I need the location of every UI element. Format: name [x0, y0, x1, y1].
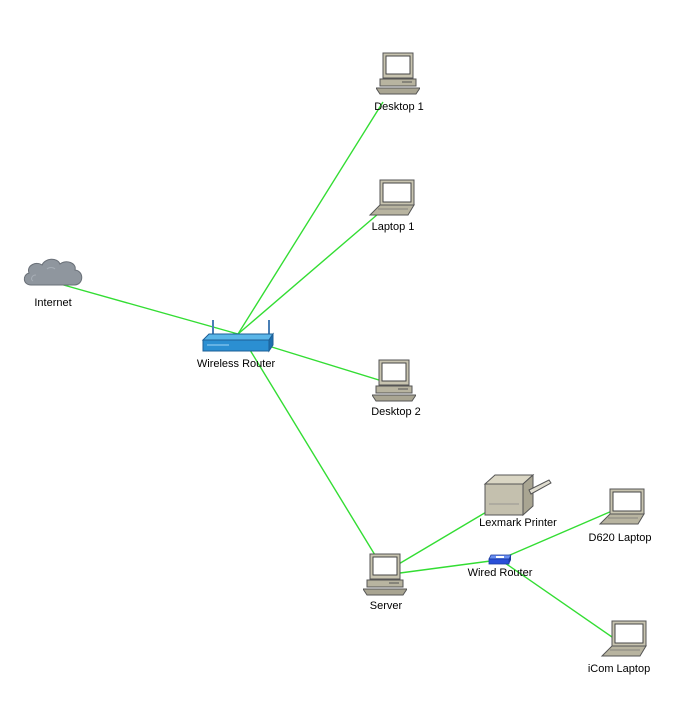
node-desktop-1[interactable]: Desktop 1 — [374, 52, 424, 113]
cloud-icon — [23, 258, 83, 286]
node-wireless-router[interactable]: Wireless Router — [197, 319, 276, 370]
link-wireless-router-server — [249, 349, 379, 561]
link-wireless-router-laptop-1 — [237, 213, 379, 335]
node-icom-laptop[interactable]: iCom Laptop — [588, 620, 650, 675]
laptop-icon — [369, 179, 415, 216]
node-desktop-2[interactable]: Desktop 2 — [371, 359, 421, 418]
node-laptop-1[interactable]: Laptop 1 — [369, 179, 415, 233]
node-label: D620 Laptop — [589, 532, 652, 544]
link-wired-router-d620-laptop — [502, 510, 613, 559]
node-label: Laptop 1 — [372, 221, 415, 233]
desktop-computer-icon — [363, 553, 407, 596]
printer-icon — [484, 474, 552, 516]
wireless-router-icon — [202, 319, 274, 352]
node-label: Internet — [34, 297, 71, 309]
router-icon — [488, 554, 512, 565]
node-label: iCom Laptop — [588, 663, 650, 675]
link-server-wired-router — [399, 559, 499, 574]
node-label: Wired Router — [468, 567, 533, 579]
node-label: Wireless Router — [197, 358, 276, 370]
node-d620-laptop[interactable]: D620 Laptop — [589, 488, 652, 544]
desktop-computer-icon — [372, 359, 416, 402]
desktop-computer-icon — [376, 52, 420, 95]
node-label: Server — [370, 600, 403, 612]
node-wired-router[interactable]: Wired Router — [468, 554, 533, 579]
link-server-lexmark-printer — [391, 507, 494, 569]
link-wireless-router-desktop-2 — [261, 343, 383, 382]
link-wired-router-icom-laptop — [504, 562, 613, 638]
link-internet-wireless-router — [59, 283, 239, 335]
node-lexmark-printer[interactable]: Lexmark Printer — [479, 474, 557, 529]
node-server[interactable]: Server — [363, 553, 407, 612]
node-internet[interactable]: Internet — [23, 258, 83, 309]
links — [59, 101, 613, 638]
node-label: Lexmark Printer — [479, 517, 557, 529]
laptop-icon — [599, 488, 645, 525]
link-wireless-router-desktop-1 — [237, 101, 384, 335]
laptop-icon — [601, 620, 647, 657]
node-label: Desktop 2 — [371, 406, 421, 418]
node-label: Desktop 1 — [374, 101, 424, 113]
